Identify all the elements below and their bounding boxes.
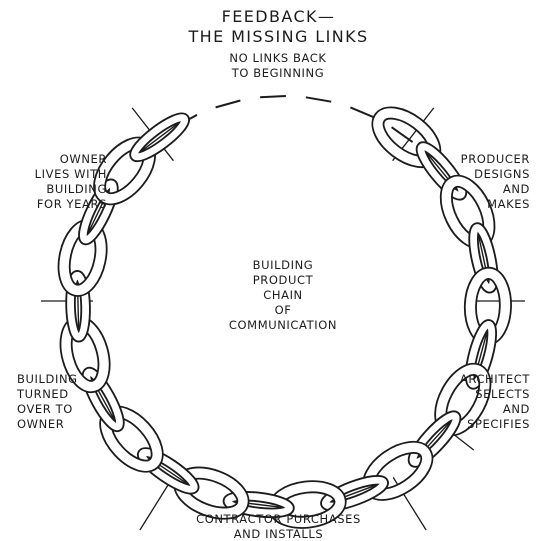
title-line-1: FEEDBACK—	[0, 7, 557, 27]
owner-line-3: BUILDING	[0, 182, 107, 197]
center-line-4: OF	[198, 303, 368, 318]
turned-over-line-3: OVER TO	[17, 402, 127, 417]
gap-note: NO LINKS BACK TO BEGINNING	[178, 51, 378, 81]
stage-producer: PRODUCER DESIGNS AND MAKES	[425, 152, 530, 212]
architect-line-3: AND	[420, 402, 530, 417]
producer-line-4: MAKES	[425, 197, 530, 212]
stage-turned-over: BUILDING TURNED OVER TO OWNER	[17, 372, 127, 432]
stage-architect: ARCHITECT SELECTS AND SPECIFIES	[420, 372, 530, 432]
architect-line-1: ARCHITECT	[420, 372, 530, 387]
center-line-1: BUILDING	[198, 258, 368, 273]
center-line-2: PRODUCT	[198, 273, 368, 288]
title-line-2: THE MISSING LINKS	[0, 27, 557, 47]
center-line-3: CHAIN	[198, 288, 368, 303]
missing-link-dash	[260, 96, 286, 97]
contractor-line-2: AND INSTALLS	[150, 527, 407, 541]
turned-over-line-4: OWNER	[17, 417, 127, 432]
producer-line-3: AND	[425, 182, 530, 197]
stage-owner: OWNER LIVES WITH BUILDING FOR YEARS	[0, 152, 107, 212]
center-line-5: COMMUNICATION	[198, 318, 368, 333]
center-label: BUILDING PRODUCT CHAIN OF COMMUNICATION	[198, 258, 368, 333]
stage-contractor: CONTRACTOR PURCHASES AND INSTALLS	[150, 512, 407, 541]
diagram-title: FEEDBACK— THE MISSING LINKS	[0, 7, 557, 47]
turned-over-line-2: TURNED	[17, 387, 127, 402]
producer-line-2: DESIGNS	[425, 167, 530, 182]
owner-line-4: FOR YEARS	[0, 197, 107, 212]
owner-line-1: OWNER	[0, 152, 107, 167]
missing-link-dash	[350, 107, 374, 117]
gap-note-line-2: TO BEGINNING	[178, 66, 378, 81]
gap-note-line-1: NO LINKS BACK	[178, 51, 378, 66]
missing-link-dash	[306, 97, 331, 101]
producer-line-1: PRODUCER	[425, 152, 530, 167]
owner-line-2: LIVES WITH	[0, 167, 107, 182]
turned-over-line-1: BUILDING	[17, 372, 127, 387]
contractor-line-1: CONTRACTOR PURCHASES	[150, 512, 407, 527]
architect-line-2: SELECTS	[420, 387, 530, 402]
missing-link-dash	[216, 101, 241, 108]
architect-line-4: SPECIFIES	[420, 417, 530, 432]
